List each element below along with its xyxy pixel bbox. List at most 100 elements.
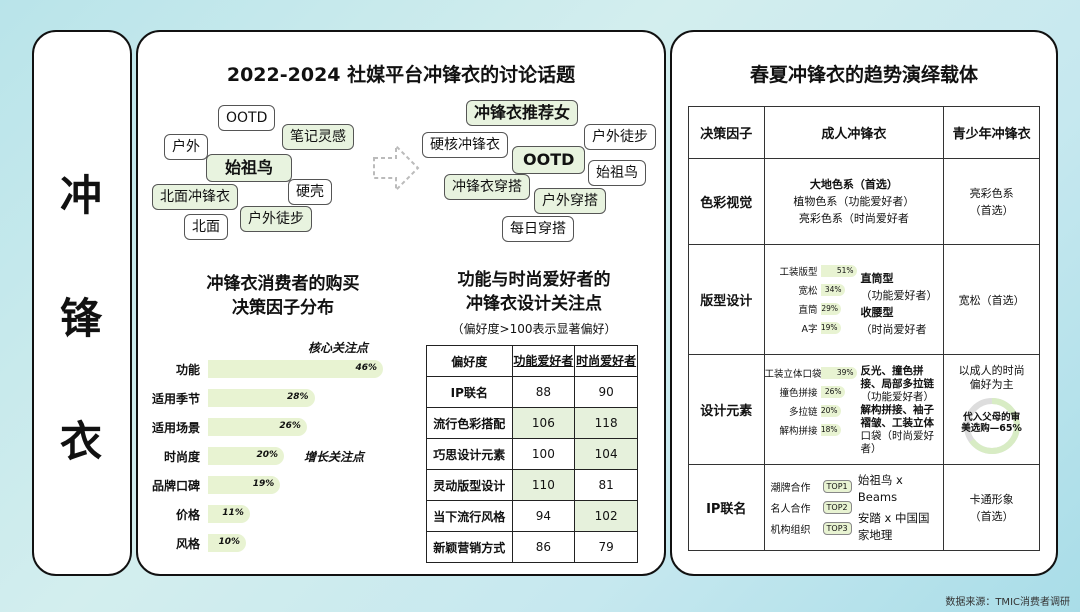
table-cell: 81 (574, 469, 638, 501)
trend-title: 春夏冲锋衣的趋势演绎载体 (749, 64, 978, 86)
topic-chip: 硬核冲锋衣 (422, 132, 508, 158)
factor-bar-row: 功能 46% (138, 358, 383, 380)
side-title-char: 衣 (59, 417, 104, 466)
trend-row-label: 色彩视觉 (688, 158, 765, 245)
data-source-note: 数据来源：TMIC消费者调研 (945, 597, 1070, 608)
table-cell: 90 (574, 376, 638, 408)
table-row-label: 灵动版型设计 (426, 469, 513, 501)
youth-ip-cell: 卡通形象 （首选） (943, 464, 1040, 551)
table-cell: 88 (511, 376, 576, 408)
factor-bar-value: 20% (256, 450, 279, 460)
topic-chip: 冲锋衣推荐女 (466, 100, 579, 126)
youth-ip-line: （首选） (969, 509, 1014, 523)
topic-chip: 北面 (184, 214, 228, 240)
table-cell: 110 (511, 469, 576, 501)
table-cell: 118 (574, 407, 638, 439)
adult-color-line: 植物色系（功能爱好者） (793, 195, 915, 208)
youth-elements-line: 偏好为主 (969, 377, 1014, 391)
table-row-label: 当下流行风格 (426, 500, 513, 532)
table-row-label: IP联名 (426, 376, 513, 408)
arrow-right-icon (373, 143, 420, 193)
mini-bar-label: 直筒 (798, 305, 818, 316)
trend-panel: 春夏冲锋衣的趋势演绎载体 决策因子 成人冲锋衣 青少年冲锋衣 色彩视觉 大地色系… (670, 30, 1058, 576)
topic-chip: 始祖鸟 (206, 154, 293, 182)
elements-note: 反光、撞色拼 (860, 365, 924, 377)
trend-row-label: IP联名 (688, 464, 765, 551)
side-title-char: 锋 (59, 294, 104, 343)
factor-bar-label: 功能 (175, 362, 200, 377)
youth-ip-line: 卡通形象 (969, 492, 1014, 506)
factor-bar-label: 风格 (175, 536, 200, 551)
fit-note: 直筒型 (860, 271, 894, 285)
topic-chip: 始祖鸟 (588, 160, 646, 186)
mini-bar: 18% (820, 423, 841, 436)
adult-color-cell: 大地色系（首选） 植物色系（功能爱好者） 亮彩色系（时尚爱好者 (763, 158, 945, 245)
factors-title-line: 决策因子分布 (232, 298, 334, 318)
core-focus-label: 核心关注点 (308, 341, 369, 355)
ip-type: 机构组织 (770, 525, 811, 536)
factor-bar-row: 适用场景 26% (138, 416, 307, 438)
factor-bar-value: 11% (222, 508, 244, 518)
trend-row-color: 色彩视觉 大地色系（首选） 植物色系（功能爱好者） 亮彩色系（时尚爱好者 亮彩色… (688, 158, 1040, 245)
mini-bar-label: A字 (801, 324, 818, 335)
mini-bar-label: 工装立体口袋 (764, 368, 822, 380)
factor-bar-label: 适用场景 (151, 420, 200, 435)
design-title: 功能与时尚爱好者的 冲锋衣设计关注点 (414, 268, 654, 316)
youth-color-line: 亮彩色系 (969, 186, 1014, 200)
topic-chip: OOTD (218, 105, 276, 131)
table-cell: 86 (511, 531, 576, 563)
table-header-row: 偏好度 功能爱好者 时尚爱好者 (426, 345, 638, 377)
table-header: 偏好度 (426, 345, 513, 377)
mini-bar-label: 工装版型 (779, 267, 818, 278)
topic-chip: 户外 (164, 134, 208, 160)
mini-bar: 20% (820, 404, 841, 417)
fit-notes: 直筒型 （功能爱好者） 收腰型 （时尚爱好者 (861, 262, 938, 338)
topic-chip: 户外穿搭 (534, 188, 606, 214)
ip-type: 名人合作 (770, 504, 811, 515)
factor-bar-label: 适用季节 (151, 391, 200, 406)
mini-bar: 19% (820, 322, 841, 334)
ip-type: 潮牌合作 (770, 483, 811, 494)
topic-chip: 冲锋衣穿搭 (444, 174, 530, 200)
mini-bar-label: 多拉链 (789, 406, 818, 418)
table-cell: 102 (574, 500, 638, 532)
elements-note: 褶皱、工装立体 (860, 417, 935, 429)
elements-note: （功能爱好者） (860, 391, 935, 403)
adult-color-line: 亮彩色系（时尚爱好者 (798, 212, 909, 225)
youth-color-line: （首选） (969, 203, 1014, 217)
table-cell: 79 (574, 531, 638, 563)
elements-notes: 反光、撞色拼 接、局部多拉链 （功能爱好者） 解构拼接、袖子 褶皱、工装立体 口… (861, 363, 935, 456)
factors-title: 冲锋衣消费者的购买 决策因子分布 (178, 272, 388, 320)
topic-chip: 北面冲锋衣 (152, 184, 238, 210)
topic-chip: 户外徒步 (240, 206, 312, 232)
donut-ring (963, 397, 1020, 454)
mini-bar-label: 撞色拼接 (779, 387, 818, 399)
trend-row-label: 设计元素 (688, 354, 765, 465)
ip-note: 家地理 (857, 527, 893, 542)
factor-bar-value: 46% (355, 363, 377, 373)
mini-bar: 51% (820, 265, 857, 277)
donut-chart: 代入父母的审美选购—65% (955, 396, 1029, 456)
ip-rank-badge: TOP2 (822, 501, 852, 514)
factor-bar-value: 19% (252, 479, 275, 489)
factor-bar: 26% (208, 418, 307, 436)
